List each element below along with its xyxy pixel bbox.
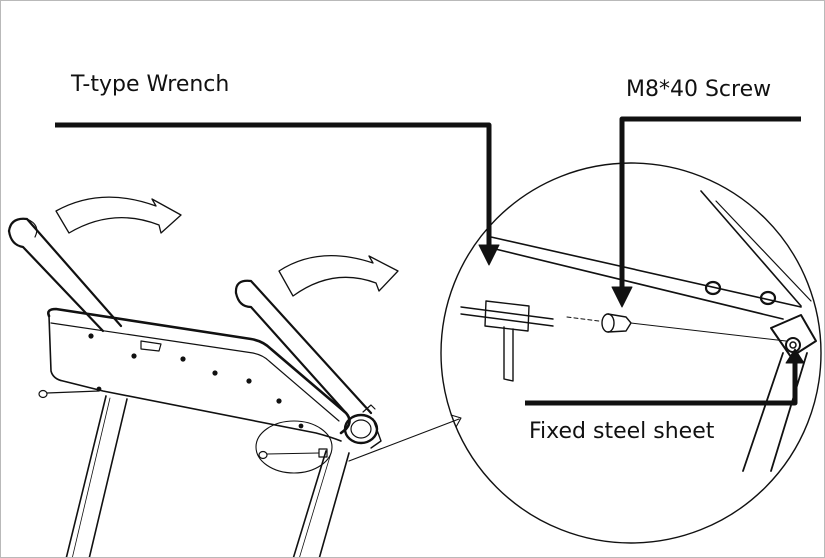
zoom-connector-arrow: [348, 414, 462, 462]
zoomed-frame-bracket: [486, 190, 817, 472]
right-upright-post: [292, 450, 350, 557]
left-upright-post: [65, 395, 128, 557]
steel-sheet-label: Fixed steel sheet: [529, 419, 715, 444]
m8-screw: [566, 313, 787, 342]
sheet-leader-line: [525, 348, 805, 406]
screw-leader-line: [611, 116, 801, 308]
right-handlebar: [234, 279, 382, 449]
detail-circle-large: [440, 162, 822, 544]
left-handlebar: [7, 217, 123, 333]
rotate-arrow-left-icon: [55, 196, 182, 234]
wrench-label: T-type Wrench: [71, 72, 230, 97]
t-type-wrench: [460, 300, 554, 382]
detail-circle-small: [255, 420, 333, 474]
console-panel: [47, 307, 351, 442]
rotate-arrow-right-icon: [278, 255, 399, 297]
left-screw-small: [38, 389, 100, 399]
wrench-leader-line: [55, 122, 500, 266]
screw-label: M8*40 Screw: [626, 77, 772, 102]
